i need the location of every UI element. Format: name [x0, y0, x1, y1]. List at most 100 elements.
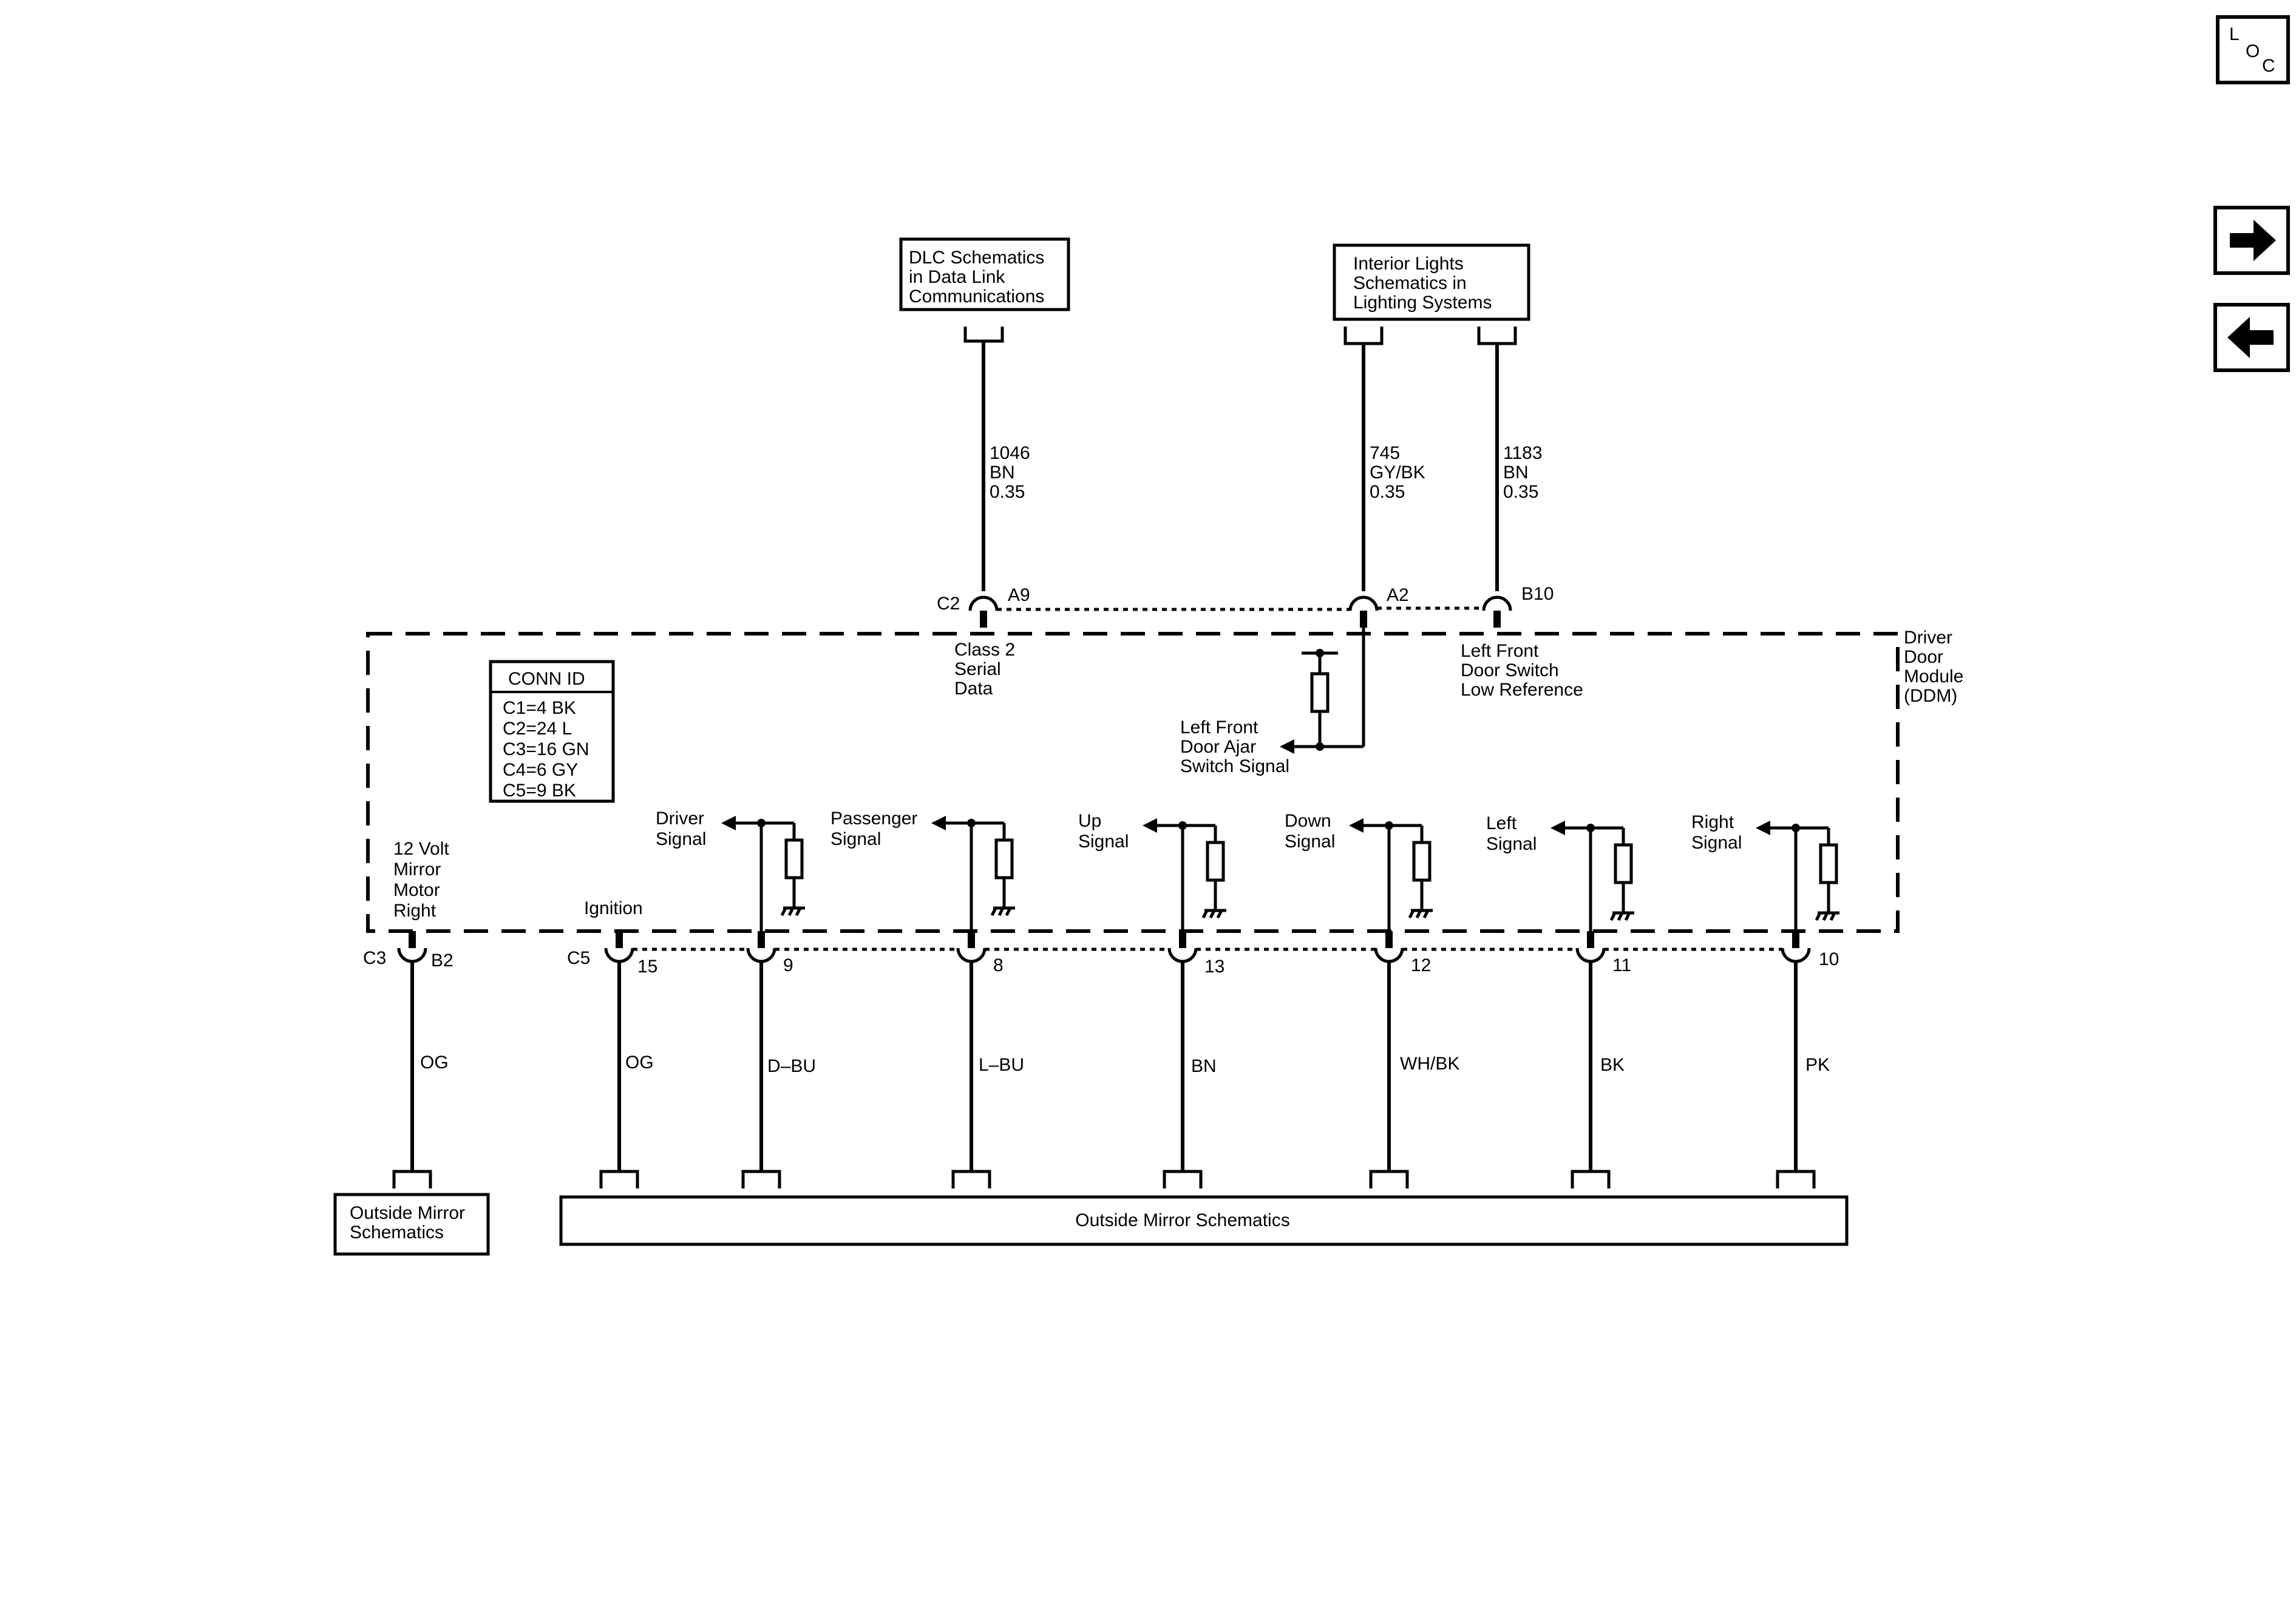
arrow-right-icon [2230, 220, 2276, 261]
signal-label-line-1: Passenger [830, 808, 917, 829]
wire-745-circuit: 745 [1370, 443, 1400, 463]
wire-color-label: PK [1805, 1055, 1830, 1075]
conn-id-table: CONN ID C1=4 BK C2=24 L C3=16 GN C4=6 GY… [489, 660, 615, 803]
conn-id-row: C1=4 BK [503, 698, 576, 718]
outside-mirror-schematics-right-box[interactable]: Outside Mirror Schematics [559, 1195, 1849, 1246]
signal-circuit-up: Up Signal [1078, 811, 1226, 931]
driver-door-module-boundary [366, 632, 1900, 933]
class2-line-2: Serial [954, 659, 1001, 679]
outside-mirror-schematics-left-box[interactable]: Outside Mirror Schematics [333, 1193, 490, 1256]
wire-color-label: D–BU [767, 1056, 816, 1076]
signal-label-line-2: Signal [1691, 833, 1742, 853]
previous-page-button[interactable] [2213, 303, 2290, 372]
pin-a9-label: A9 [1008, 585, 1030, 605]
connector-c3-label: C3 [363, 948, 386, 968]
wire-745-color: GY/BK [1370, 463, 1425, 483]
junction-dot [1316, 742, 1324, 751]
wire-color-label: WH/BK [1400, 1054, 1459, 1074]
signal-circuit-left: Left Signal [1486, 813, 1634, 931]
pin-number: 13 [1204, 957, 1224, 977]
wire-color-label: OG [625, 1053, 654, 1073]
top-connector-pins [980, 611, 1501, 628]
pin-number: 12 [1411, 955, 1431, 975]
module-name-label: Driver Door Module (DDM) [1904, 628, 1963, 706]
pin-b10-label: B10 [1521, 584, 1554, 604]
pin-b2-label: B2 [431, 951, 453, 971]
left-box-line-2: Schematics [350, 1222, 444, 1242]
signal-label-line-2: Signal [1078, 832, 1129, 852]
wire-color-label: BN [1191, 1056, 1217, 1076]
ground-icon [780, 906, 805, 917]
class2-serial-data-label: Class 2 Serial Data [954, 640, 1015, 699]
wire-color-label: OG [420, 1053, 449, 1073]
wire-1046-gauge: 0.35 [990, 482, 1025, 502]
wire-1046-circuit: 1046 [990, 443, 1030, 463]
class2-line-3: Data [954, 679, 993, 699]
door-switch-line-1: Left Front [1461, 641, 1539, 661]
mirror-motor-line-4: Right [393, 901, 436, 921]
conn-id-row: C4=6 GY [503, 760, 578, 780]
interior-line-3: Lighting Systems [1353, 293, 1492, 313]
pin-number: 10 [1819, 949, 1839, 969]
pin-number: 15 [637, 957, 657, 977]
pulldown-resistor-icon [1819, 843, 1838, 884]
left-box-line-1: Outside Mirror [350, 1203, 465, 1223]
door-ajar-line-2: Door Ajar [1180, 737, 1256, 757]
door-ajar-line-3: Switch Signal [1180, 756, 1289, 776]
signal-arrow-icon [1756, 821, 1770, 835]
signal-arrow-icon [1143, 818, 1157, 833]
pin-number: 11 [1612, 955, 1631, 975]
door-switch-low-reference-label: Left Front Door Switch Low Reference [1461, 641, 1583, 700]
dlc-line-3: Communications [909, 286, 1044, 307]
door-switch-line-2: Door Switch [1461, 660, 1559, 680]
bottom-wires [410, 961, 1798, 1171]
mirror-motor-line-1: 12 Volt [393, 839, 449, 859]
pulldown-resistor-icon [1206, 841, 1225, 882]
signal-label-line-2: Signal [830, 829, 881, 849]
conn-id-row: C3=16 GN [503, 739, 589, 759]
dlc-schematics-box[interactable]: DLC Schematics in Data Link Communicatio… [899, 237, 1070, 311]
signal-label-line-2: Signal [1486, 834, 1537, 854]
wire-1046-color: BN [990, 463, 1015, 483]
door-ajar-pullup-circuit [1291, 628, 1365, 748]
top-wires [982, 341, 1499, 591]
pin-number: 8 [993, 955, 1004, 975]
door-switch-line-3: Low Reference [1461, 680, 1583, 700]
interior-lights-schematics-box[interactable]: Interior Lights Schematics in Lighting S… [1333, 243, 1530, 321]
ground-icon [1609, 911, 1634, 921]
connector-c5-label: C5 [567, 948, 590, 968]
signal-arrow-icon [721, 816, 736, 830]
wire-label-1046: 1046 BN 0.35 [990, 443, 1030, 502]
signal-label-line-1: Up [1078, 811, 1101, 831]
signal-label-line-1: Driver [656, 808, 704, 829]
wire-1183-circuit: 1183 [1503, 443, 1543, 463]
wire-745-gauge: 0.35 [1370, 482, 1405, 502]
door-ajar-line-1: Left Front [1180, 717, 1258, 737]
signal-label-line-2: Signal [656, 829, 706, 849]
right-box-label: Outside Mirror Schematics [1075, 1210, 1289, 1230]
wire-color-label: L–BU [979, 1055, 1024, 1075]
mirror-motor-line-3: Motor [393, 880, 440, 900]
pulldown-resistor-icon [1614, 843, 1633, 884]
signal-circuit-driver: Driver Signal [656, 808, 805, 931]
next-page-button[interactable] [2213, 206, 2290, 275]
interior-line-2: Schematics in [1353, 273, 1467, 293]
signal-arrow-icon [1280, 739, 1294, 754]
dlc-line-1: DLC Schematics [909, 248, 1044, 268]
mirror-motor-line-2: Mirror [393, 859, 441, 880]
signal-circuit-passenger: Passenger Signal [830, 808, 1015, 931]
signal-arrow-icon [1550, 821, 1565, 835]
bottom-wire-color-labels: OG OG D–BU L–BU BN WH/BK BK PK [420, 1053, 1830, 1076]
ignition-label: Ignition [584, 898, 643, 918]
bottom-pin-numbers: 15 9 8 13 12 11 10 [637, 949, 1839, 977]
ground-icon [990, 906, 1015, 917]
module-name-line-4: (DDM) [1904, 686, 1957, 706]
module-name-line-3: Module [1904, 666, 1963, 686]
top-connector-dotted-link [997, 606, 1484, 611]
wire-label-745: 745 GY/BK 0.35 [1370, 443, 1425, 502]
junction-dot [1316, 649, 1324, 657]
signal-circuit-right: Right Signal [1691, 812, 1839, 931]
wire-color-label: BK [1600, 1055, 1625, 1075]
signal-label-line-1: Down [1285, 811, 1331, 831]
loc-button[interactable]: L O C [2216, 15, 2290, 84]
